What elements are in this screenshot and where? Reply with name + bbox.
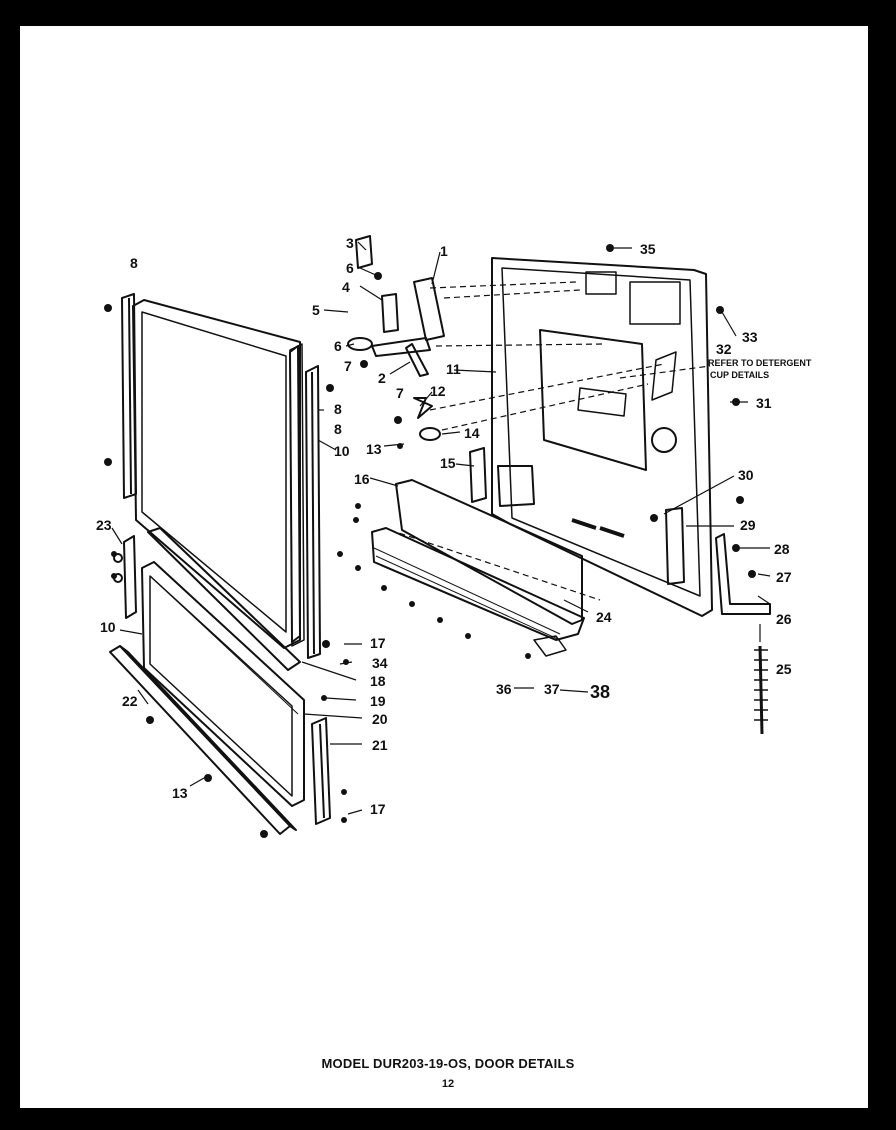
door-spring-25 <box>754 645 768 735</box>
callout-27: 27 <box>776 569 792 585</box>
callout-19: 19 <box>370 693 386 709</box>
diagram-caption-title: MODEL DUR203-19-OS, DOOR DETAILS <box>321 1056 575 1071</box>
right-channel-21 <box>311 717 331 825</box>
callout-10b: 10 <box>100 619 116 635</box>
callout-4: 4 <box>342 279 350 295</box>
lower-kick-panel <box>141 527 305 807</box>
leader-lines <box>111 241 771 815</box>
callout-3: 3 <box>346 235 354 251</box>
callout-1: 1 <box>440 243 448 259</box>
callout-25: 25 <box>776 661 792 677</box>
callout-18: 18 <box>370 673 386 689</box>
inner-door-liner <box>469 257 771 617</box>
sheet-edge <box>868 30 878 1108</box>
callout-21: 21 <box>372 737 388 753</box>
callout-17b: 17 <box>370 801 386 817</box>
hinge-hardware <box>347 235 445 441</box>
callout-10a: 10 <box>334 443 350 459</box>
callout-29: 29 <box>740 517 756 533</box>
callout-33: 33 <box>742 329 758 345</box>
callout-31: 31 <box>756 395 772 411</box>
callout-7a: 6 <box>346 260 354 276</box>
callout-5: 5 <box>312 302 320 318</box>
callout-37: 37 <box>544 681 560 697</box>
callout-17a: 17 <box>370 635 386 651</box>
callout-6: 6 <box>334 338 342 354</box>
callout-8a: 8 <box>130 255 138 271</box>
callout-7c: 7 <box>396 385 404 401</box>
callout-14: 14 <box>464 425 480 441</box>
callout-35: 35 <box>640 241 656 257</box>
right-trim-strips <box>289 345 321 659</box>
callout-8c: 8 <box>334 421 342 437</box>
callout-20: 20 <box>372 711 388 727</box>
callout-12: 12 <box>430 383 446 399</box>
callout-26: 26 <box>776 611 792 627</box>
callout-13a: 13 <box>366 441 382 457</box>
page-number: 12 <box>441 1078 455 1090</box>
callout-28: 28 <box>774 541 790 557</box>
callout-2: 2 <box>378 370 386 386</box>
callout-7b: 7 <box>344 358 352 374</box>
callout-11: 11 <box>446 361 461 377</box>
outer-door-panel <box>132 299 305 649</box>
callout-38: 38 <box>590 682 610 702</box>
callout-13b: 13 <box>172 785 188 801</box>
note-line-1: REFER TO DETERGENT <box>708 358 812 368</box>
callout-23: 23 <box>96 517 112 533</box>
callout-36: 36 <box>496 681 512 697</box>
callout-16: 16 <box>354 471 370 487</box>
callout-30: 30 <box>738 467 754 483</box>
control-panel-16 <box>371 479 585 657</box>
callout-22: 22 <box>122 693 138 709</box>
screws <box>104 244 756 838</box>
callout-32: 32 <box>716 341 732 357</box>
side-bracket-23 <box>113 535 137 619</box>
note-line-2: CUP DETAILS <box>710 370 769 380</box>
bottom-channel-22 <box>109 645 297 835</box>
callout-15: 15 <box>440 455 456 471</box>
callout-24: 24 <box>596 609 612 625</box>
callout-34: 34 <box>372 655 388 671</box>
callout-8b: 8 <box>334 401 342 417</box>
